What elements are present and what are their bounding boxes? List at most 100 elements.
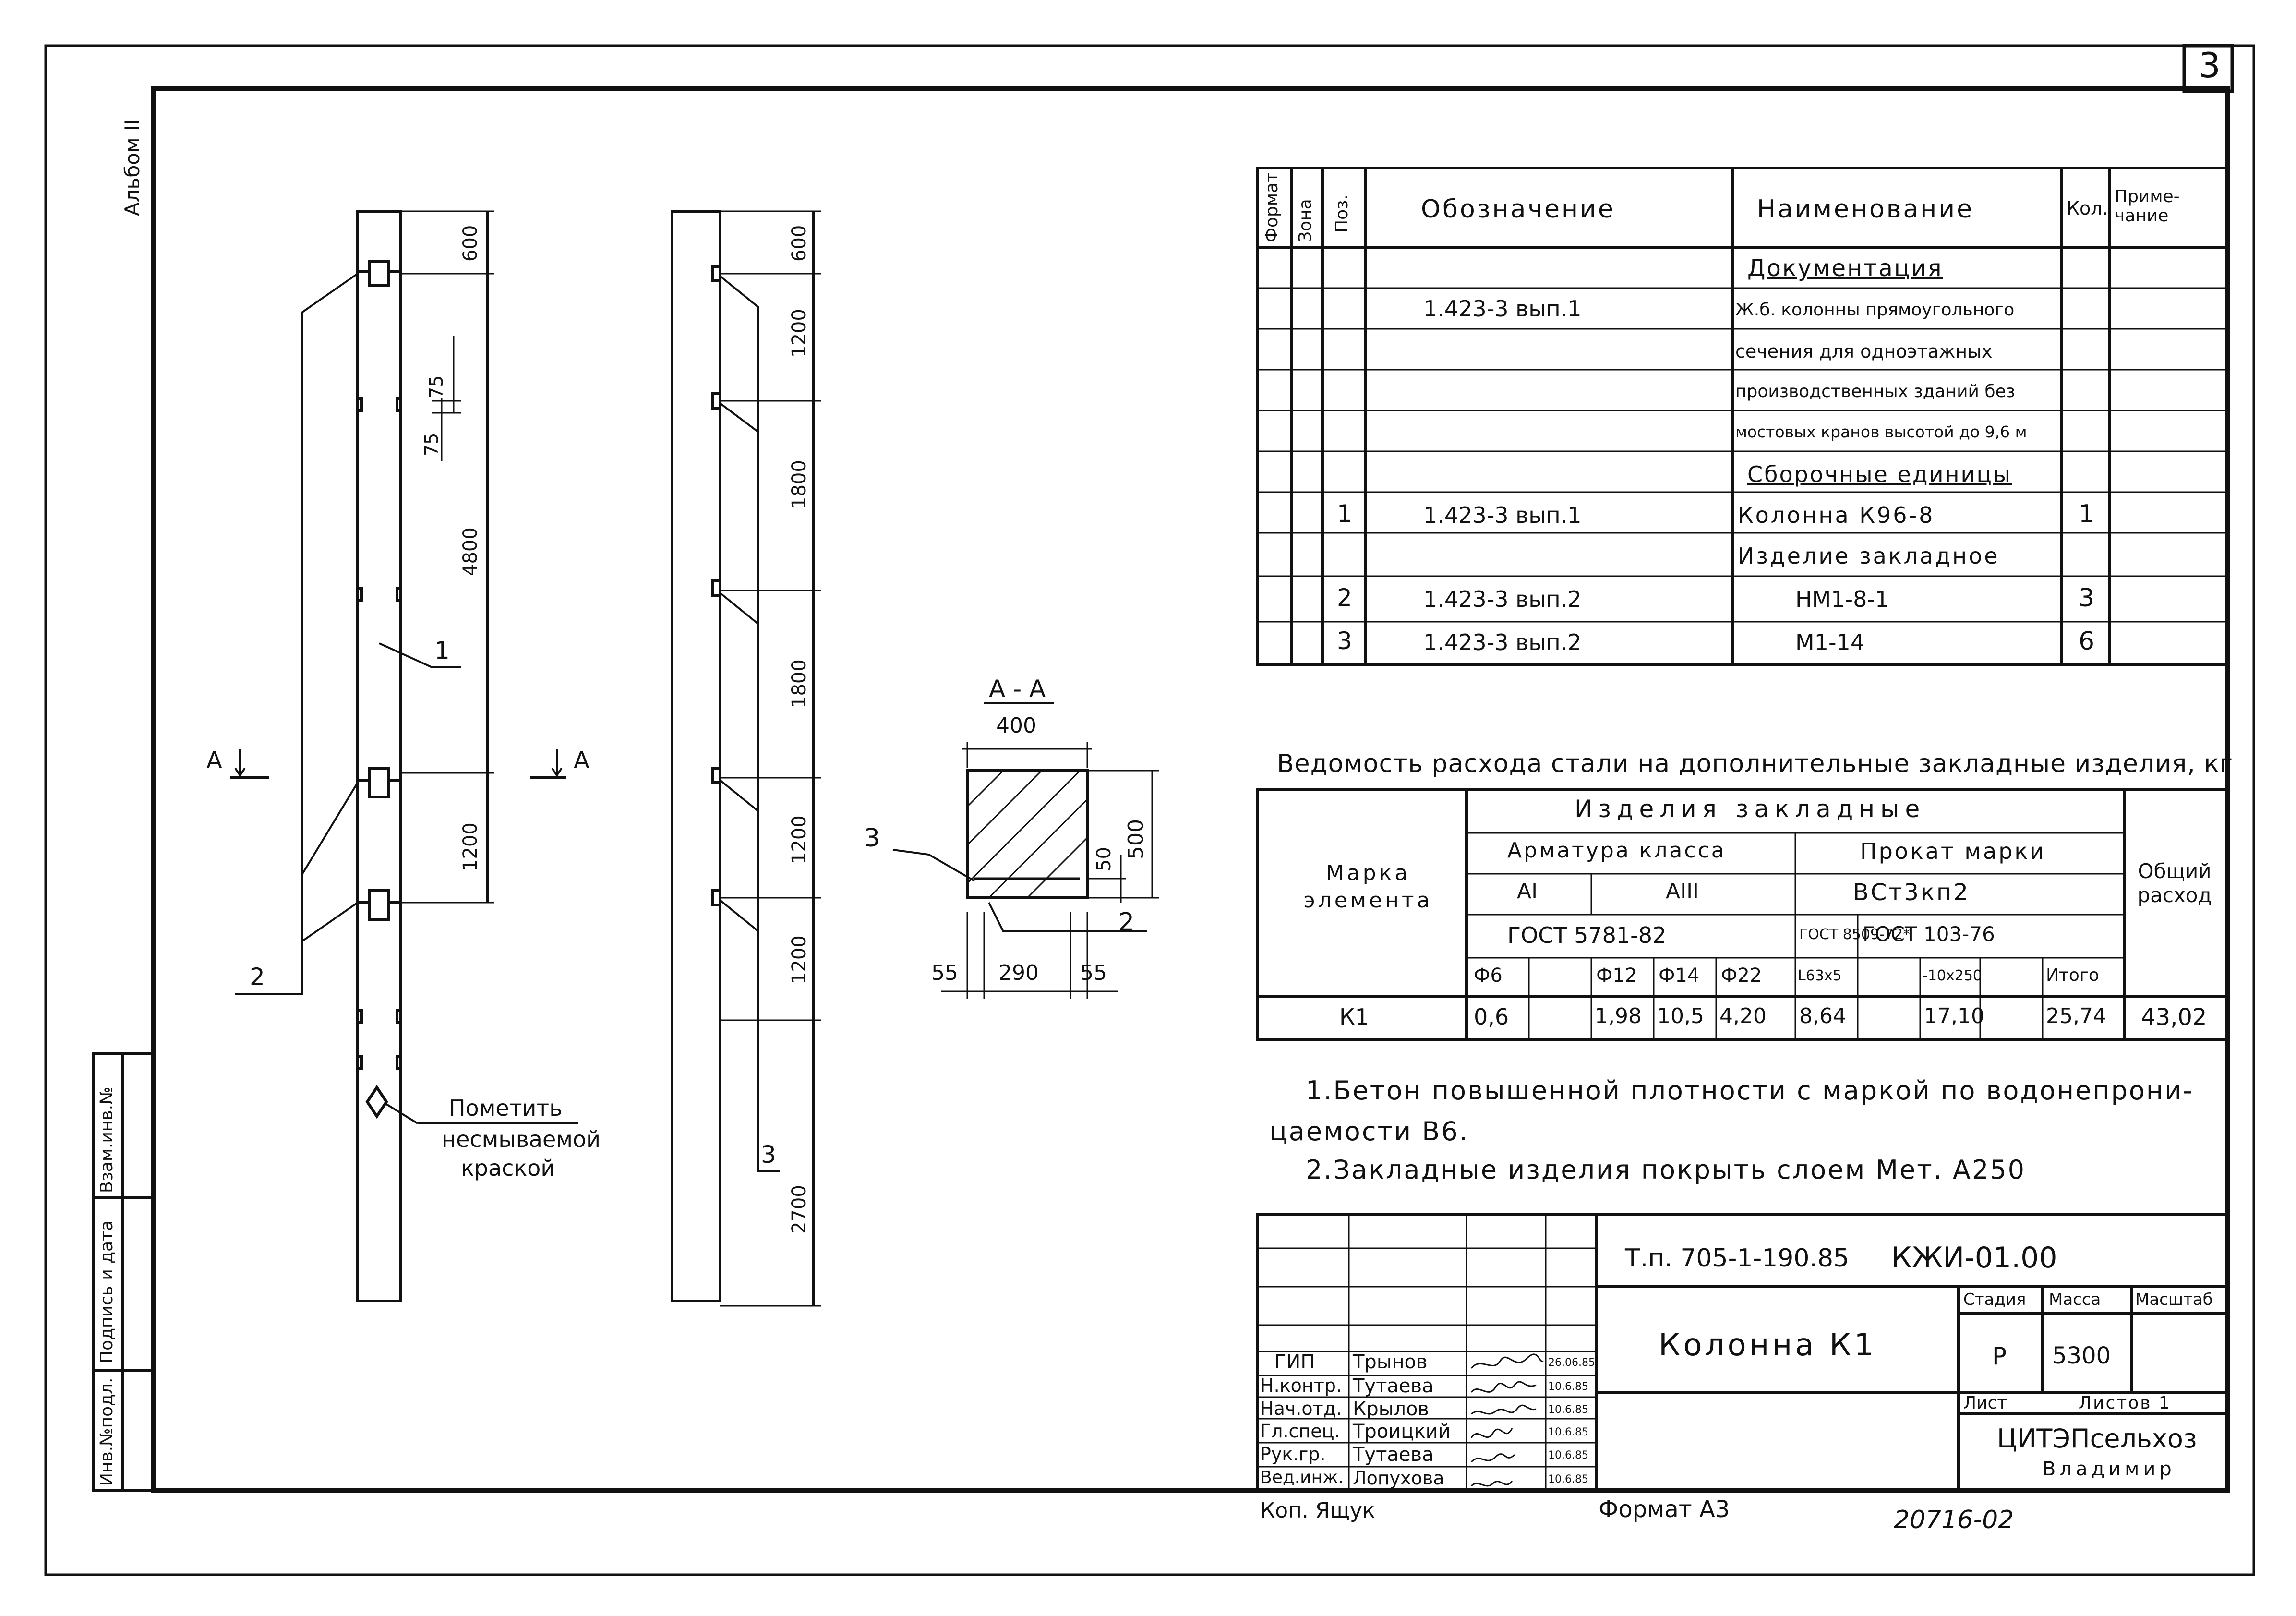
spec-row-10-qty: 6 (2079, 627, 2095, 656)
steel-header-group: Изделия закладные (1575, 795, 1926, 823)
spec-row-5-name: мостовых кранов высотой до 9,6 м (1735, 422, 2027, 441)
tb-staff-role-2: Н.контр. (1260, 1375, 1342, 1396)
tb-sheet-label: Лист (1963, 1393, 2007, 1413)
side-callout-3: 3 (761, 1141, 776, 1169)
side-dim-600: 600 (788, 225, 810, 262)
tb-staff-date-2: 10.6.85 (1548, 1381, 1588, 1393)
tb-staff-date-6: 10.6.85 (1548, 1473, 1588, 1485)
steel-gost-rebar: ГОСТ 5781-82 (1507, 922, 1667, 948)
dim-75-b: 75 (421, 433, 442, 456)
section-aa-dim-290: 290 (998, 961, 1039, 985)
steel-subcol-6: L63x5 (1798, 967, 1842, 984)
steel-subcol-1: Ф6 (1474, 965, 1503, 987)
steel-row-v3: 1,98 (1595, 1004, 1642, 1028)
tb-project-code: Т.п. 705-1-190.85 (1625, 1244, 1850, 1273)
section-aa-cover: 50 (1093, 847, 1115, 871)
spec-header-note: Приме-чание (2115, 187, 2180, 226)
tb-staff-name-2: Тутаева (1353, 1375, 1434, 1397)
tb-mass-label: Масса (2049, 1290, 2101, 1309)
steel-row-v4: 10,5 (1657, 1004, 1704, 1028)
steel-subcol-8: -10x250 (1923, 967, 1983, 984)
steel-class-aiii: AIII (1666, 879, 1699, 904)
section-mark-left: А (206, 747, 222, 774)
steel-table-grid (1256, 788, 2229, 1041)
sheet-number: 3 (2199, 45, 2221, 85)
side-dim-1200-a: 1200 (788, 309, 810, 358)
side-stamp (92, 1052, 155, 1492)
tb-scale-label: Масштаб (2135, 1290, 2213, 1309)
section-aa-callout-2: 2 (1118, 908, 1135, 937)
section-aa-title: А - А (989, 675, 1046, 703)
spec-row-9-pos: 2 (1337, 584, 1352, 612)
steel-subcol-10: Итого (2046, 965, 2099, 985)
steel-gost-rolled2: ГОСТ 103-76 (1863, 922, 1995, 946)
callout-1: 1 (434, 637, 450, 664)
tb-staff-name-6: Лопухова (1353, 1468, 1444, 1489)
steel-rolled-grade: ВСт3кп2 (1853, 879, 1970, 906)
tb-staff-role-6: Вед.инж. (1260, 1468, 1344, 1487)
spec-row-9-name: НМ1-8-1 (1795, 586, 1889, 612)
side-dim-1200-c: 1200 (788, 935, 810, 984)
section-aa-dim-55-left: 55 (931, 961, 958, 985)
tb-staff-date-1: 26.06.85 (1548, 1357, 1595, 1369)
outer-frame (44, 44, 2255, 1576)
spec-row-6-name: Сборочные единицы (1747, 461, 2012, 487)
spec-row-1-name: Документация (1747, 255, 1943, 282)
column-elevation (230, 210, 578, 1302)
spec-header-name: Наименование (1757, 195, 1974, 224)
spec-row-10-name: М1-14 (1795, 629, 1865, 655)
steel-header-mark: Марка элемента (1303, 861, 1433, 913)
section-aa (892, 702, 1159, 999)
steel-header-rebar: Арматура класса (1507, 838, 1726, 863)
spec-header-zone: Зона (1296, 199, 1315, 242)
side-dim-1800-b: 1800 (788, 659, 810, 708)
steel-subcol-5: Ф22 (1721, 965, 1762, 987)
section-aa-width: 400 (996, 713, 1036, 738)
column-body (356, 210, 402, 1302)
spec-header-format: Формат (1262, 172, 1282, 242)
spec-header-qty: Кол. (2067, 198, 2108, 219)
steel-header-total: Общий расход (2137, 859, 2212, 907)
spec-row-9-designation: 1.423-3 вып.2 (1423, 586, 1582, 612)
steel-row-v10: 25,74 (2046, 1004, 2106, 1028)
tb-copied-by: Коп. Ящук (1260, 1498, 1375, 1523)
spec-row-10-pos: 3 (1337, 627, 1352, 655)
section-aa-height: 500 (1124, 819, 1148, 859)
steel-subcol-3: Ф12 (1596, 965, 1637, 987)
signatures (1470, 1353, 1544, 1487)
tb-org-line1: ЦИТЭПсельхоз (1997, 1423, 2197, 1454)
tb-staff-name-1: Трынов (1353, 1351, 1428, 1373)
spec-row-2-designation: 1.423-3 вып.1 (1423, 296, 1582, 322)
note-mark-line3: краской (461, 1155, 555, 1181)
side-stamp-vzam: Взам.инв.№ (97, 1086, 117, 1193)
steel-table-title: Ведомость расхода стали на дополнительны… (1277, 749, 2234, 778)
spec-table-grid (1256, 167, 2229, 666)
tb-staff-name-3: Крылов (1353, 1398, 1429, 1420)
tb-mass: 5300 (2052, 1342, 2111, 1369)
spec-row-9-qty: 3 (2079, 584, 2095, 613)
tb-archive-number: 20716-02 (1894, 1506, 2014, 1534)
tb-drawing-title: Колонна К1 (1659, 1327, 1877, 1363)
column-side-view (671, 210, 821, 1307)
side-stamp-podpis: Подпись и дата (97, 1220, 117, 1363)
spec-row-3-name: сечения для одноэтажных (1735, 341, 1993, 362)
tb-stage: Р (1992, 1342, 2007, 1370)
steel-row-mark: К1 (1339, 1004, 1369, 1030)
spec-row-7-designation: 1.423-3 вып.1 (1423, 502, 1582, 528)
steel-row-v8: 17,10 (1924, 1004, 1984, 1028)
sheet-number-box (2182, 44, 2234, 93)
section-aa-dim-55-right: 55 (1080, 961, 1107, 985)
tb-staff-date-3: 10.6.85 (1548, 1404, 1588, 1416)
steel-gost-rolled1: ГОСТ 8509-72* (1799, 926, 1911, 943)
steel-class-ai: AI (1517, 879, 1538, 904)
steel-row-v1: 0,6 (1474, 1004, 1509, 1030)
tb-staff-role-4: Гл.спец. (1260, 1421, 1340, 1442)
callout-2: 2 (250, 963, 265, 991)
tb-format-label: Формат А3 (1599, 1496, 1730, 1523)
side-stamp-inv-podl: Инв.№подл. (97, 1377, 117, 1486)
steel-subcol-4: Ф14 (1659, 965, 1700, 987)
side-dim-1200-b: 1200 (788, 815, 810, 864)
tb-org-line2: Владимир (2043, 1458, 2176, 1480)
